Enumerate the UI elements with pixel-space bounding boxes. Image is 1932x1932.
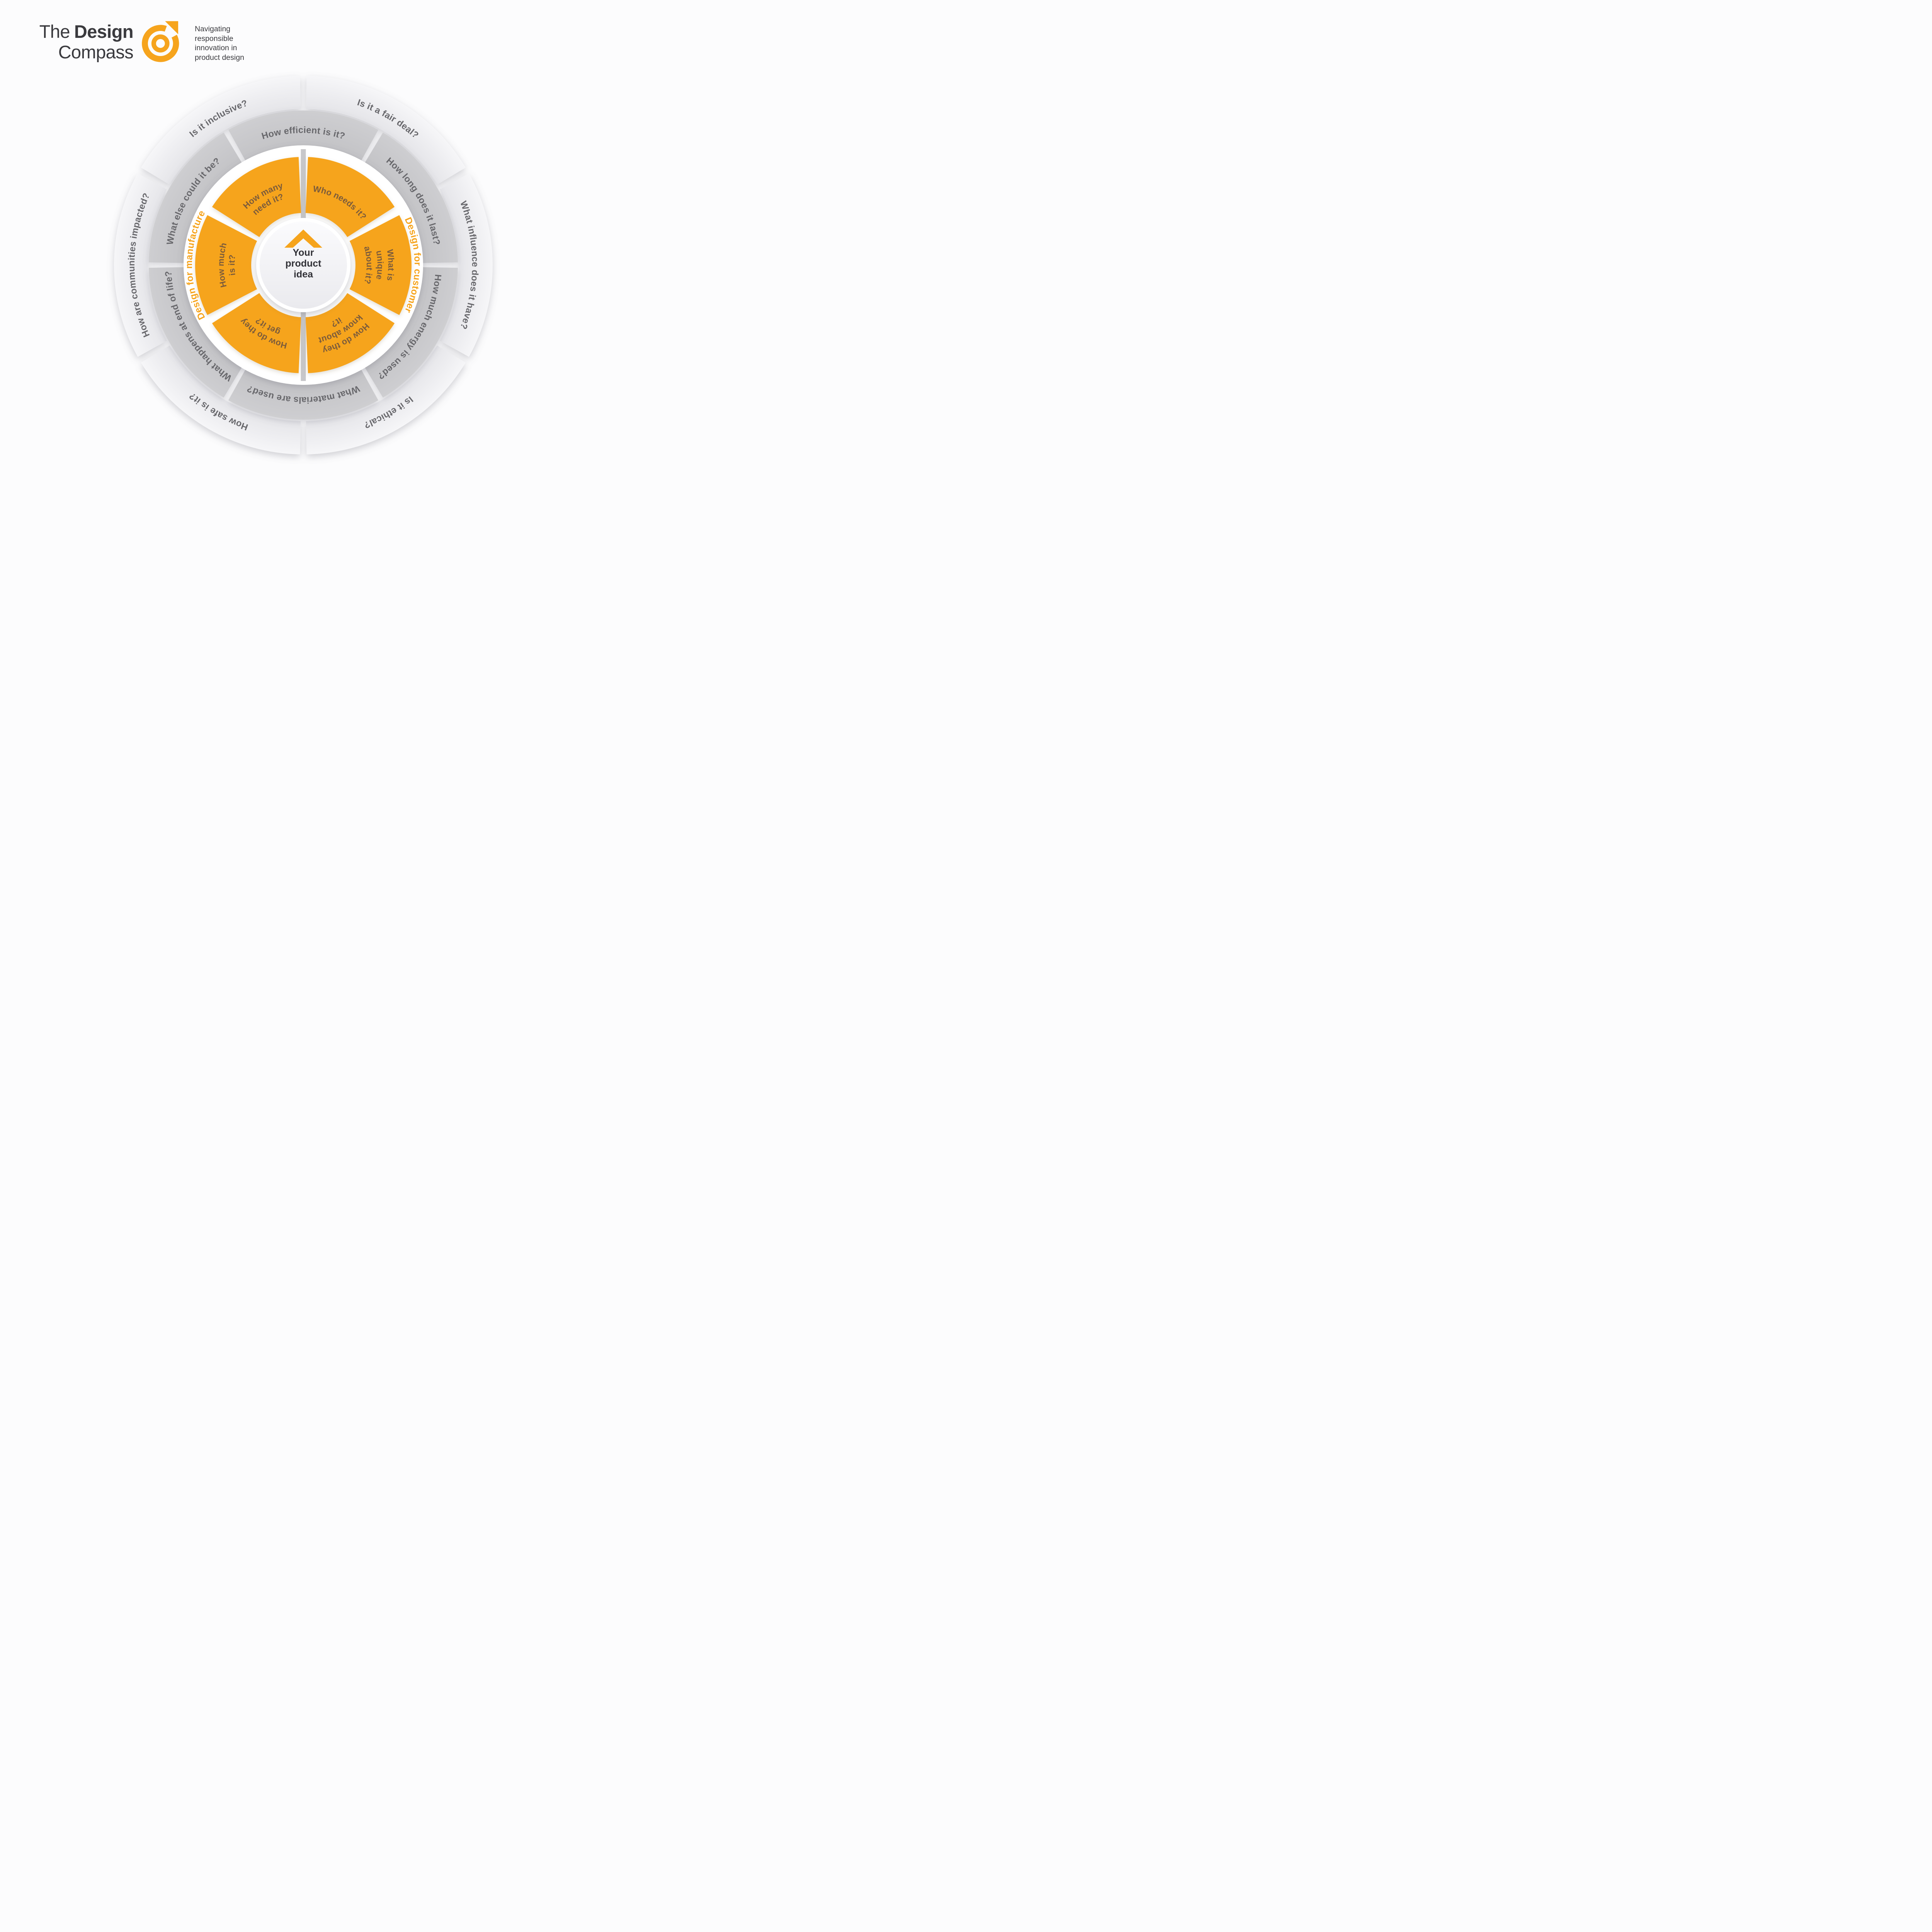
logo-outer-ring: [142, 25, 179, 62]
middle-ring-segment-how-much-energy-is-used: [363, 267, 458, 398]
middle-ring-segment-how-long-does-it-last: [363, 133, 458, 263]
inner-ring-segment-how-do-they-get-it: [212, 293, 301, 373]
tagline-line: responsible: [195, 34, 233, 43]
inner-ring-segment-how-do-they-know-about-it: [305, 293, 395, 373]
inner-ring-segment-who-needs-it: [305, 157, 395, 237]
center-hub: Your product idea: [256, 218, 350, 312]
inner-ring-segment-what-is-unique-about-it: [349, 215, 412, 315]
chevron-up-icon: [284, 230, 322, 248]
outer-ring-segment-how-are-communities-impacted: [114, 173, 167, 357]
inner-ring-label-what-is-unique-about-it: unique: [374, 250, 385, 280]
center-text-line: product: [285, 258, 321, 269]
half-divider-top: [301, 149, 306, 220]
design-compass-wheel: Is it a fair deal?What influence does it…: [114, 76, 493, 454]
inner-ring-segment-how-many-need-it: [212, 157, 301, 237]
ring-outer-questions: Is it a fair deal?What influence does it…: [114, 76, 493, 454]
logo-inner-ring: [151, 34, 170, 53]
tagline-line: Navigating: [195, 25, 231, 33]
inner-ring-segment-how-much-is-it: [195, 215, 257, 315]
middle-ring-segment-how-efficient-is-it: [228, 111, 378, 164]
inner-ring-label-what-is-unique-about-it: What is: [385, 249, 396, 282]
compass-logo-icon: [142, 21, 179, 62]
tagline-line: innovation in: [195, 44, 237, 52]
outer-ring-segment-what-influence-does-it-have: [440, 173, 493, 357]
outer-ring-segment-is-it-inclusive: [141, 76, 301, 185]
center-text-line: idea: [294, 269, 313, 280]
outer-ring-segment-how-safe-is-it: [141, 345, 301, 454]
logo-arrow-pointer: [165, 21, 179, 34]
tagline-line: product design: [195, 53, 244, 62]
logo-title-line2: Compass: [58, 42, 134, 62]
middle-ring-segment-what-materials-are-used: [228, 366, 378, 420]
outer-ring-segment-is-it-a-fair-deal: [306, 76, 466, 185]
middle-ring-segment-what-happens-at-end-of-life: [149, 267, 244, 398]
center-circle-face: [260, 221, 347, 309]
half-dividers: [301, 149, 306, 381]
middle-ring-segment-what-else-could-it-be: [149, 133, 244, 263]
outer-ring-segment-is-it-ethical: [306, 345, 466, 454]
half-divider-bottom: [301, 310, 306, 381]
center-text-line: Your: [293, 247, 314, 258]
logo-tagline: Navigating responsible innovation in pro…: [195, 24, 244, 62]
inner-ring-label-how-much-is-it: is it?: [227, 254, 237, 276]
